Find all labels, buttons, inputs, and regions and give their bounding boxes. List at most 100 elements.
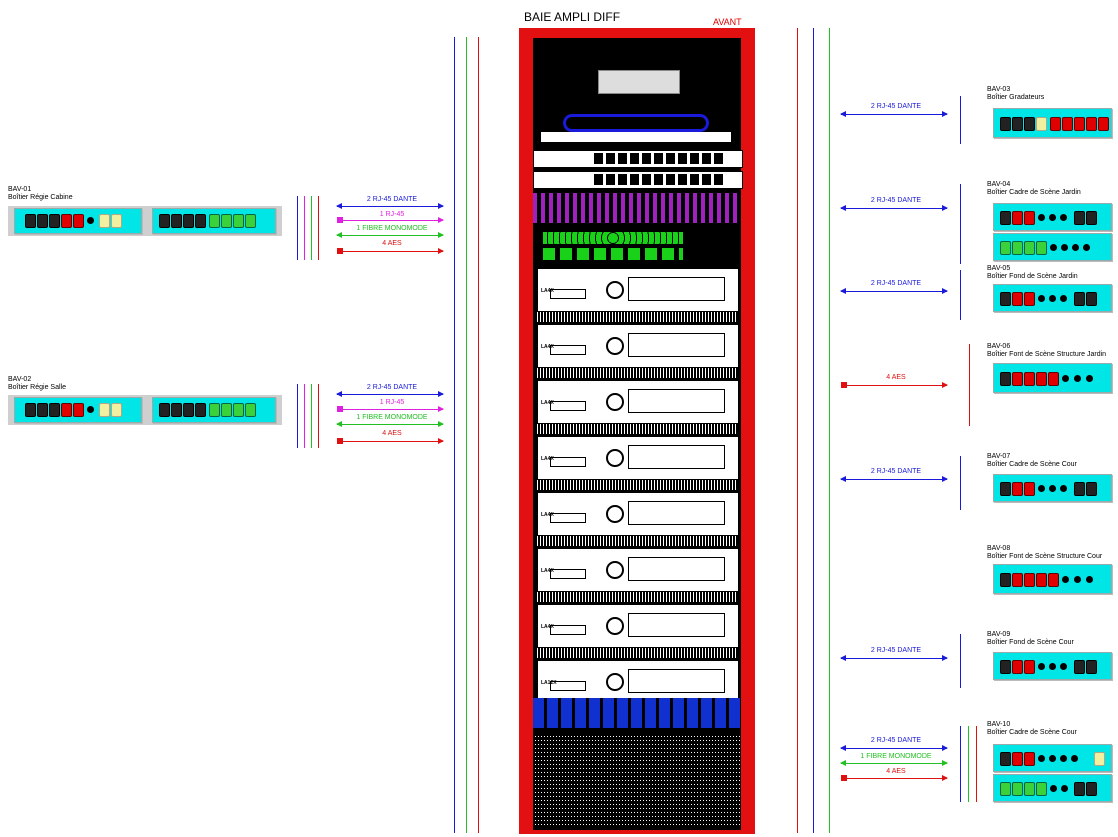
breaker-panel <box>533 698 741 728</box>
box-label: Boîtier Cadre de Scène Jardin <box>987 189 1081 196</box>
amplifier-7: LA4X <box>537 604 739 648</box>
dsp-knobs-2 <box>594 174 724 185</box>
link-arrow-dante <box>840 288 948 294</box>
box-id: BAV-03 <box>987 86 1011 93</box>
link-label-rj45: 1 RJ-45 <box>379 399 405 406</box>
box-label: Boîtier Cadre de Scène Cour <box>987 461 1077 468</box>
box-panel <box>993 108 1112 138</box>
patch-panel <box>533 40 741 102</box>
box-label: Boîtier Cadre de Scène Cour <box>987 729 1077 736</box>
dsp-knobs-1 <box>594 153 724 164</box>
trunk-line-fibre <box>466 37 467 833</box>
patch-cable <box>563 114 709 132</box>
box-id: BAV-06 <box>987 343 1011 350</box>
amp-model-4: LA4X <box>541 456 554 462</box>
box-id: BAV-10 <box>987 721 1011 728</box>
box-panel-b <box>152 397 276 423</box>
patch-block <box>598 70 680 94</box>
link-arrow-aes <box>841 382 948 388</box>
box-panel-b <box>993 774 1112 802</box>
link-arrow-dante <box>840 655 948 661</box>
trunk-line-fibre-right <box>829 28 830 833</box>
box-panel-b <box>993 233 1112 261</box>
rj45-patch <box>533 193 741 223</box>
box-panel-a <box>993 203 1112 231</box>
link-arrow-aes <box>337 438 444 444</box>
link-label-dante: 2 RJ-45 DANTE <box>366 196 418 203</box>
box-panel <box>993 652 1112 680</box>
fibre-row-2 <box>543 248 683 260</box>
amplifier-8: LA12X <box>537 660 739 704</box>
amp-model-8: LA12X <box>541 680 557 686</box>
vent-6 <box>537 592 737 602</box>
amp-model-7: LA4X <box>541 624 554 630</box>
amp-model-6: LA4X <box>541 568 554 574</box>
link-label-aes: 4 AES <box>886 374 906 381</box>
link-label-dante: 2 RJ-45 DANTE <box>870 103 922 110</box>
box-label: Boîtier Gradateurs <box>987 94 1045 101</box>
link-arrow-aes <box>841 775 948 781</box>
box-id: BAV-08 <box>987 545 1011 552</box>
link-label-dante: 2 RJ-45 DANTE <box>366 384 418 391</box>
link-arrow-fibre <box>336 421 444 427</box>
amplifier-6: LA4X <box>537 548 739 592</box>
vent-3 <box>537 424 737 434</box>
box-panel-a <box>993 744 1112 772</box>
box-id: BAV-04 <box>987 181 1011 188</box>
link-arrow-dante <box>840 476 948 482</box>
dsp-unit-2 <box>533 171 743 189</box>
box-label: Boîtier Fond de Scène Jardin <box>987 273 1078 280</box>
amplifier-4: LA4X <box>537 436 739 480</box>
box-label: Boîtier Régie Cabine <box>8 194 73 201</box>
amp-model-3: LA4X <box>541 400 554 406</box>
link-label-aes: 4 AES <box>382 430 402 437</box>
amplifier-5: LA4X <box>537 492 739 536</box>
front-label: AVANT <box>713 17 742 27</box>
link-arrow-rj45 <box>337 217 444 223</box>
link-arrow-dante <box>840 111 948 117</box>
link-arrow-dante <box>336 203 444 209</box>
link-arrow-dante <box>840 745 948 751</box>
link-arrow-dante <box>336 391 444 397</box>
link-label-fibre: 1 FIBRE MONOMODE <box>356 225 428 232</box>
box-id: BAV-07 <box>987 453 1011 460</box>
box-panel-a <box>14 208 142 234</box>
link-label-dante: 2 RJ-45 DANTE <box>870 468 922 475</box>
switch-ports <box>541 132 731 142</box>
link-arrow-fibre <box>840 760 948 766</box>
amp-model-2: LA4X <box>541 344 554 350</box>
rack-title: BAIE AMPLI DIFF <box>524 10 621 24</box>
box-id: BAV-05 <box>987 265 1011 272</box>
link-label-dante: 2 RJ-45 DANTE <box>870 737 922 744</box>
link-label-aes: 4 AES <box>382 240 402 247</box>
box-label: Boîtier Régie Salle <box>8 384 66 391</box>
dsp-unit-1 <box>533 150 743 168</box>
fibre-patch <box>533 228 741 264</box>
amp-model-5: LA4X <box>541 512 554 518</box>
vent-7 <box>537 648 737 658</box>
link-label-fibre: 1 FIBRE MONOMODE <box>860 753 932 760</box>
box-panel <box>993 564 1112 594</box>
box-panel-a <box>14 397 142 423</box>
trunk-line-dante <box>454 37 455 833</box>
box-label: Boîtier Font de Scène Structure Cour <box>987 553 1103 560</box>
link-label-dante: 2 RJ-45 DANTE <box>870 647 922 654</box>
vent-1 <box>537 312 737 322</box>
link-arrow-aes <box>337 248 444 254</box>
box-panel <box>993 474 1112 502</box>
blank-vent-panel <box>533 736 741 828</box>
trunk-line-aes <box>478 37 479 833</box>
link-arrow-fibre <box>336 232 444 238</box>
trunk-line-dante-right <box>813 28 814 833</box>
trunk-line-aes-right <box>797 28 798 833</box>
vent-2 <box>537 368 737 378</box>
amplifier-3: LA4X <box>537 380 739 424</box>
box-label: Boîtier Font de Scène Structure Jardin <box>987 351 1107 358</box>
link-label-dante: 2 RJ-45 DANTE <box>870 280 922 287</box>
network-switch <box>533 106 741 146</box>
box-id: BAV-02 <box>8 376 32 383</box>
amp-model-1: LA4X <box>541 288 554 294</box>
amplifier-1: LA4X <box>537 268 739 312</box>
box-id: BAV-09 <box>987 631 1011 638</box>
box-panel-b <box>152 208 276 234</box>
